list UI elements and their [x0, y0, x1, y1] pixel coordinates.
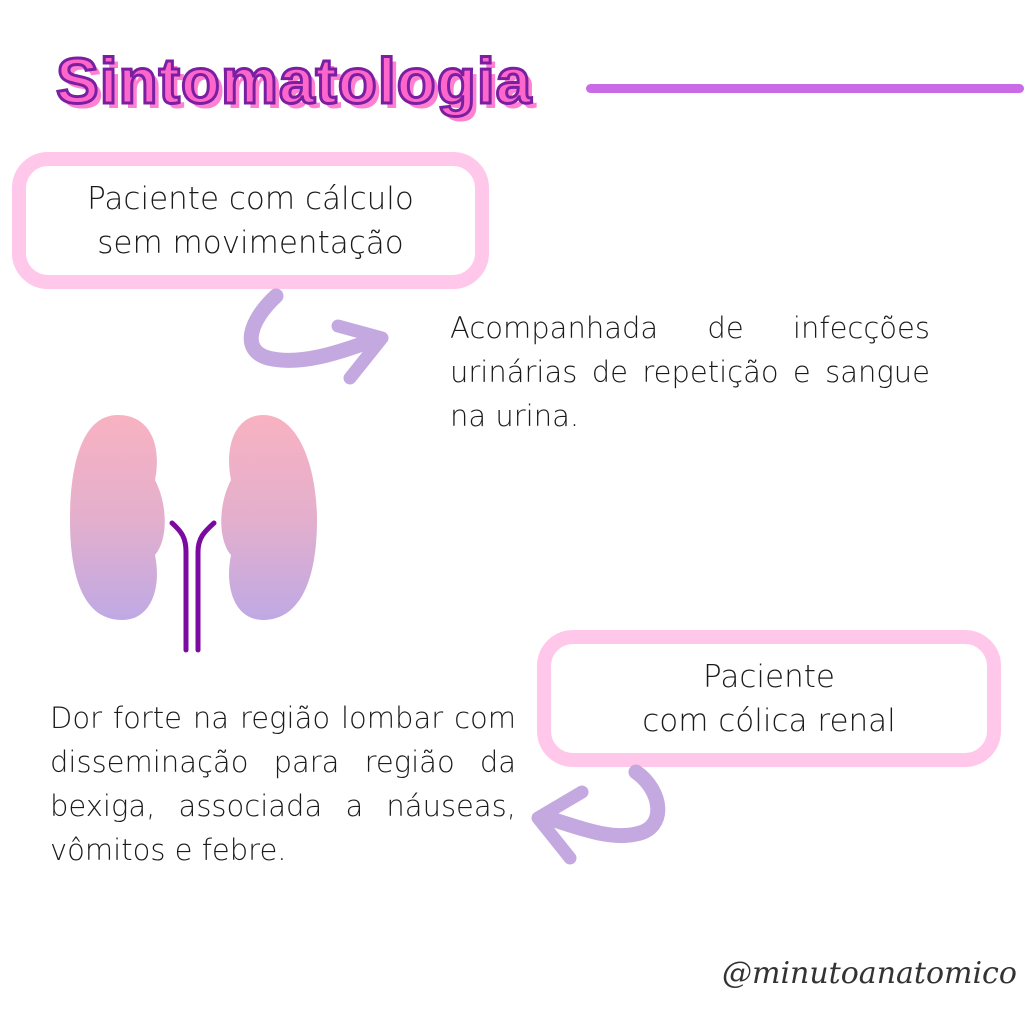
- text-bottom: Dor forte na região lombar com dissemina…: [50, 701, 516, 867]
- title-divider: [586, 84, 1024, 93]
- arrow-bottom-icon: [531, 764, 666, 865]
- box-bottom-line1: Paciente: [703, 658, 835, 695]
- kidneys-icon: [70, 415, 317, 653]
- box-calculo-sem-movimentacao: Paciente com cálculo sem movimentação: [12, 152, 489, 289]
- page-title: Sintomatologia: [54, 44, 533, 119]
- box-top-line2: sem movimentação: [97, 224, 404, 261]
- box-bottom-line2: com cólica renal: [642, 702, 896, 739]
- box-colica-renal: Paciente com cólica renal: [537, 630, 1001, 767]
- right-ureter: [195, 520, 217, 653]
- right-kidney: [221, 415, 317, 620]
- box-top-line1: Paciente com cálculo: [87, 180, 414, 217]
- left-kidney: [70, 415, 165, 620]
- text-top: Acompanhada de infecções urinárias de re…: [450, 311, 930, 433]
- author-handle: @minutoanatomico: [722, 956, 1017, 991]
- arrow-top-icon: [243, 288, 389, 385]
- left-ureter: [169, 520, 189, 653]
